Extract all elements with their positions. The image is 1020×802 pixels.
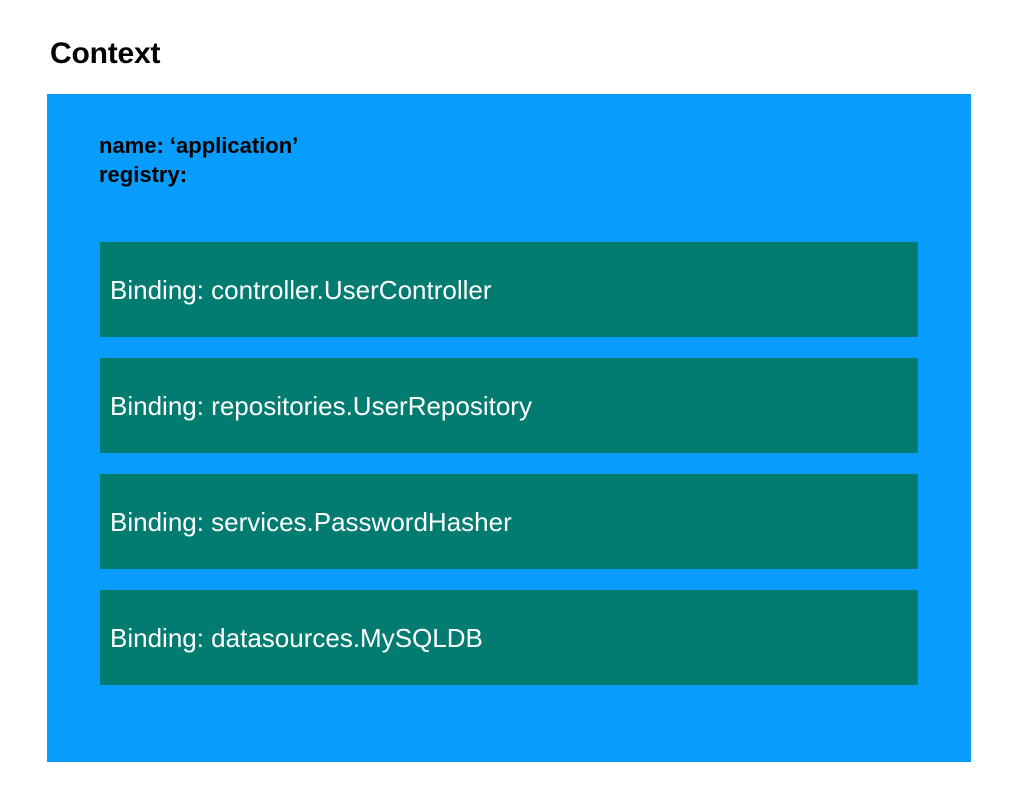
binding-label: Binding: services.PasswordHasher xyxy=(110,506,512,537)
binding-label: Binding: datasources.MySQLDB xyxy=(110,622,483,653)
registry-binding-list: Binding: controller.UserController Bindi… xyxy=(100,242,918,685)
binding-item[interactable]: Binding: datasources.MySQLDB xyxy=(100,590,918,685)
context-header: name: ‘application’ registry: xyxy=(99,131,298,189)
binding-item[interactable]: Binding: repositories.UserRepository xyxy=(100,358,918,453)
context-name-line: name: ‘application’ xyxy=(99,133,299,158)
binding-item[interactable]: Binding: services.PasswordHasher xyxy=(100,474,918,569)
binding-label: Binding: controller.UserController xyxy=(110,274,492,305)
binding-item[interactable]: Binding: controller.UserController xyxy=(100,242,918,337)
context-container: name: ‘application’ registry: Binding: c… xyxy=(47,94,971,762)
binding-label: Binding: repositories.UserRepository xyxy=(110,390,532,421)
page-title: Context xyxy=(50,37,161,70)
context-registry-line: registry: xyxy=(99,162,188,187)
